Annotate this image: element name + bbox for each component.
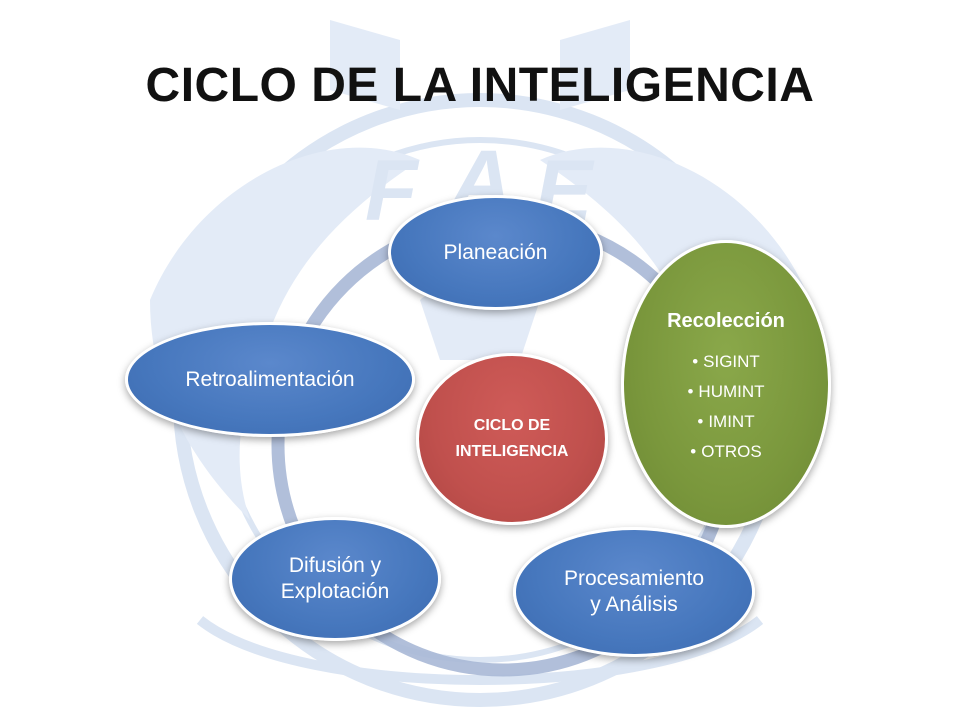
page-title: CICLO DE LA INTELIGENCIA [145,59,815,112]
stage-procesamiento-line-2: y Análisis [590,593,678,616]
stage-planeacion-label: Planeación [443,240,548,264]
stage-planeacion[interactable]: Planeación [388,195,603,310]
stage-recoleccion[interactable]: Recolección SIGINT HUMINT IMINT OTROS [621,240,831,528]
center-node: CICLO DE INTELIGENCIA [416,353,608,525]
stage-difusion-line-1: Difusión y [288,554,382,577]
recoleccion-item-sigint: SIGINT [687,347,764,377]
center-line-2: INTELIGENCIA [455,443,569,460]
center-line-1: CICLO DE [473,417,551,434]
recoleccion-item-humint: HUMINT [687,377,764,407]
stage-procesamiento[interactable]: Procesamiento y Análisis [513,527,755,657]
stage-retroalimentacion-label: Retroalimentación [185,367,355,391]
stage-difusion[interactable]: Difusión y Explotación [229,517,441,641]
emblem-bottom-ribbon [196,616,764,685]
stage-recoleccion-label: Recolección [667,309,785,332]
emblem-left-crest [330,20,400,110]
recoleccion-item-otros: OTROS [687,437,764,467]
recoleccion-item-imint: IMINT [687,407,764,437]
stage-retroalimentacion[interactable]: Retroalimentación [125,322,415,437]
stage-procesamiento-line-1: Procesamiento [563,567,705,590]
stage-difusion-line-2: Explotación [280,580,390,603]
emblem-right-crest [560,20,630,110]
recoleccion-list: SIGINT HUMINT IMINT OTROS [687,347,764,467]
